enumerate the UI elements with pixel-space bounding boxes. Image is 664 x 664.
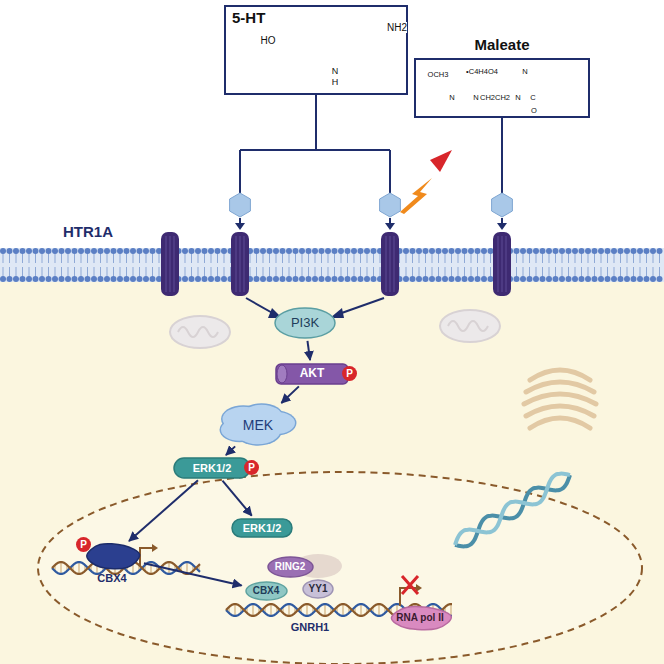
node-body: RNA pol II (386, 606, 454, 630)
pathway-node: 5-HT (224, 5, 408, 95)
pathway-node: MEK (221, 405, 295, 445)
atom-label: CH2CH2 (480, 94, 510, 102)
node-tag: 5-HT (232, 9, 265, 26)
pathway-node: RNA pol II (386, 606, 454, 630)
membrane-band (0, 248, 664, 282)
pathway-node: PCBX4 (82, 543, 142, 569)
node-body: PI3K (274, 307, 336, 339)
atom-label: H (332, 78, 339, 88)
pathway-node: ERK1/2 (231, 518, 293, 538)
pathway-node: PI3K (274, 307, 336, 339)
node-label: RNA pol II (396, 612, 443, 624)
mitochondrion (440, 310, 500, 342)
atom-label: OCH3 (428, 71, 449, 79)
node-tag: P (76, 537, 91, 552)
node-body: ERK1/2 (231, 518, 293, 538)
activation-bolt (400, 178, 432, 214)
receptor-label: HTR1A (63, 224, 113, 241)
activation-mark (430, 150, 452, 172)
node-body: CBX4 (245, 581, 288, 601)
node-label: MEK (243, 417, 273, 433)
atom-label: N (473, 94, 478, 102)
node-label: RING2 (275, 561, 306, 573)
atom-label: N (449, 94, 454, 102)
node-shape (414, 58, 590, 118)
node-tag: P (244, 460, 259, 475)
node-body (82, 543, 142, 569)
pathway-node: ERK1/2P (173, 457, 251, 479)
node-label: YY1 (309, 583, 328, 595)
node-tag: CBX4 (72, 572, 152, 585)
node-body: AKT (275, 363, 349, 385)
signal-arrow (226, 446, 235, 455)
node-body: ERK1/2 (173, 457, 251, 479)
htr1a-receptors (161, 232, 511, 296)
block-cross (402, 576, 418, 594)
nucleus-envelope (38, 472, 642, 664)
atom-label: O (531, 107, 537, 115)
pathway-node: CBX4 (245, 581, 288, 601)
gene-label: GNRH1 (291, 621, 330, 633)
ligand-hexagons (230, 193, 513, 217)
atom-label: HO (261, 35, 276, 46)
node-label: ERK1/2 (193, 462, 232, 475)
node-tag: Maleate (414, 36, 590, 53)
node-tag: P (342, 366, 357, 381)
pathway-node: Maleate (414, 58, 590, 118)
node-label: ERK1/2 (243, 522, 282, 535)
atom-label: •C4H4O4 (466, 68, 498, 76)
pathway-node: RING2 (267, 556, 314, 578)
signal-arrow (129, 480, 198, 541)
atom-label: NH2 (387, 22, 407, 33)
node-body: MEK (221, 405, 295, 445)
node-body: YY1 (302, 579, 334, 599)
node-label: PI3K (291, 316, 319, 331)
signal-arrow (281, 386, 299, 403)
atom-label: N (332, 67, 339, 77)
binding-arrows (235, 218, 507, 230)
signal-arrow (144, 563, 242, 585)
signal-arrow (222, 481, 251, 516)
atom-label: N (515, 94, 520, 102)
atom-label: C (530, 94, 535, 102)
arrowhead (152, 544, 158, 552)
lipid-bilayer (0, 248, 663, 282)
atom-label: N (522, 68, 527, 76)
chromosome (455, 474, 570, 547)
node-shape (82, 543, 142, 569)
node-label: AKT (300, 367, 325, 381)
signal-arrow (307, 341, 310, 360)
node-label: CBX4 (253, 585, 280, 597)
mitochondrion (170, 316, 230, 348)
pathway-node: YY1 (302, 579, 334, 599)
node-body: RING2 (267, 556, 314, 578)
pathway-node: AKTP (275, 363, 349, 385)
cytoplasm (0, 262, 664, 664)
node-body (414, 58, 590, 118)
golgi-apparatus (524, 370, 596, 428)
